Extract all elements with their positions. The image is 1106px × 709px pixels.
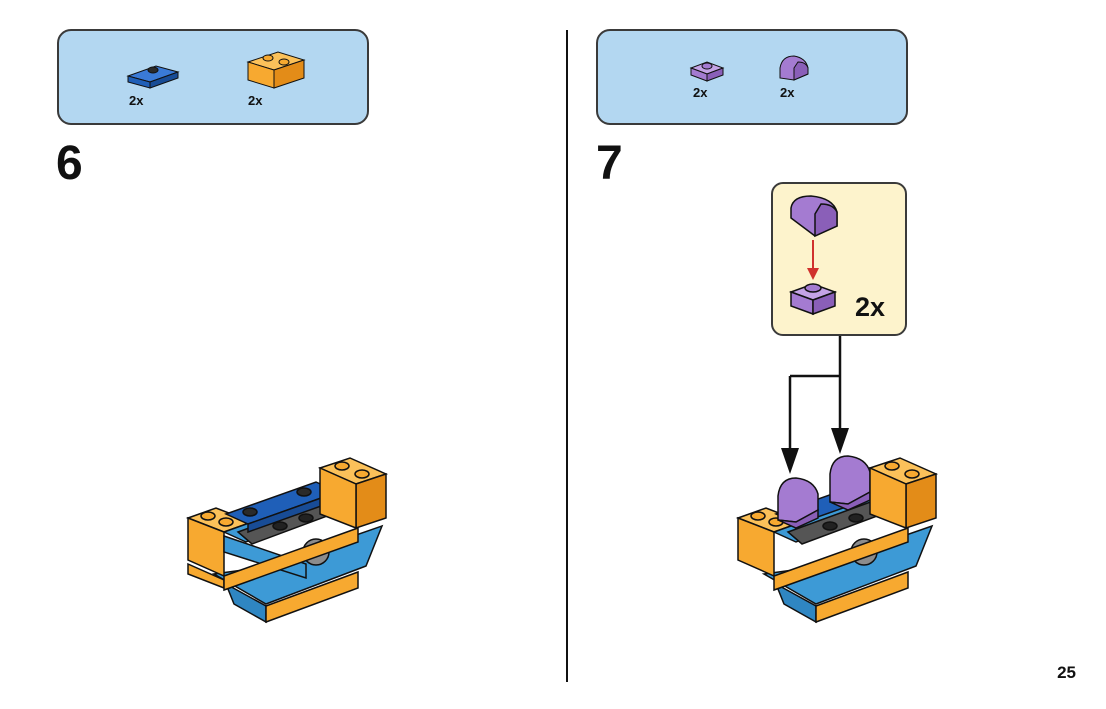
part-qty-orange-brick: 2x (248, 93, 263, 108)
purple-plate-1x1-icon (689, 61, 725, 82)
callout-assembly-illustration (788, 195, 838, 316)
placement-arrows (781, 336, 849, 474)
purple-slope-curved-1x1-icon (779, 55, 809, 81)
page-number: 25 (1057, 663, 1076, 682)
part-qty-purple-slope: 2x (780, 85, 795, 100)
parts-list-step-7 (596, 29, 908, 125)
callout-qty: 2x (855, 292, 886, 322)
part-qty-purple-plate: 2x (693, 85, 708, 100)
step-number-6: 6 (56, 137, 83, 190)
orange-brick-1x2-icon (246, 51, 306, 89)
page-divider (566, 30, 568, 682)
blue-plate-1x2-jumper-icon (126, 65, 180, 89)
step-number-7: 7 (596, 137, 623, 190)
part-qty-blue-plate: 2x (129, 93, 144, 108)
model-step-6-illustration (185, 457, 389, 624)
parts-list-step-6 (57, 29, 369, 125)
model-step-7-illustration (735, 455, 939, 624)
